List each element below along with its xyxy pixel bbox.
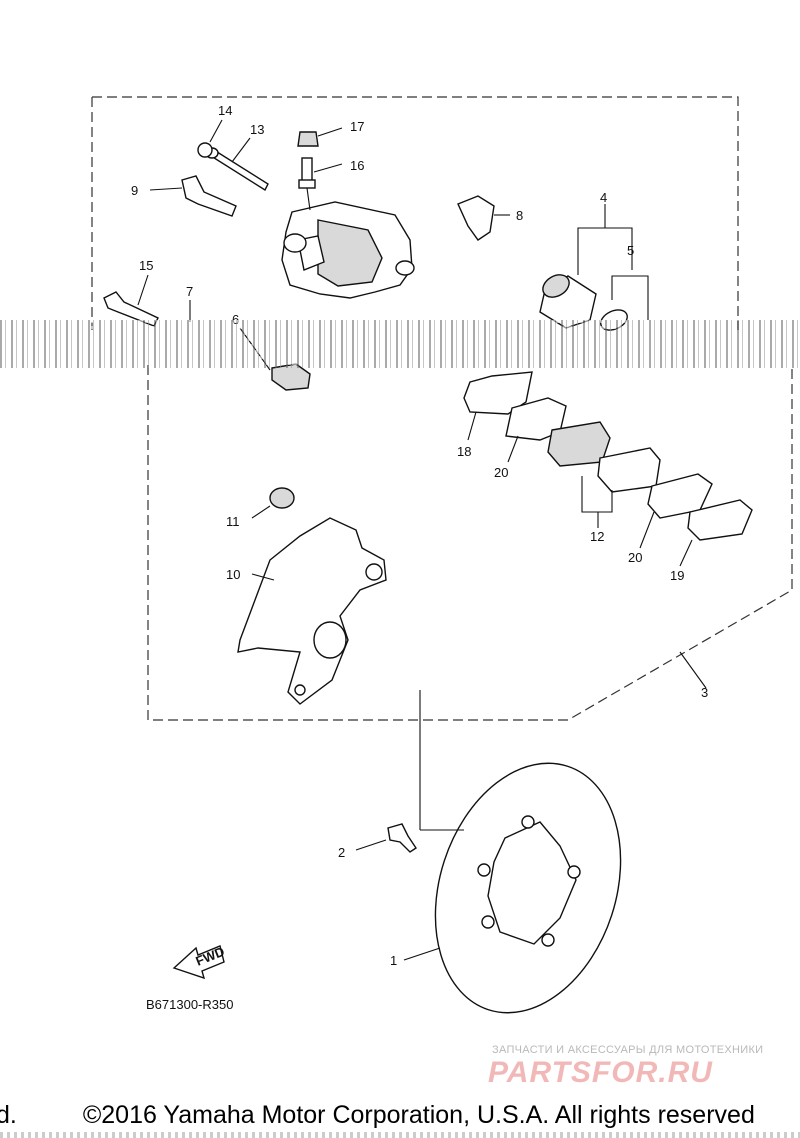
caliper-body	[281, 201, 415, 299]
collar	[269, 487, 295, 509]
pad-shim-19	[687, 499, 753, 541]
callout-17: 17	[350, 119, 364, 134]
callout-18: 18	[457, 444, 471, 459]
assembly-boundary	[91, 96, 793, 721]
leader-lines	[137, 119, 707, 961]
watermark-logo: PARTSFOR.RU	[488, 1056, 713, 1089]
callout-16: 16	[350, 158, 364, 173]
copyright-footer: d. ©2016 Yamaha Motor Corporation, U.S.A.…	[0, 1101, 755, 1130]
callout-15: 15	[139, 258, 153, 273]
brake-disc	[434, 762, 622, 1014]
callout-3: 3	[701, 685, 708, 700]
pad-pin	[205, 147, 269, 192]
brake-pad-right	[597, 447, 661, 493]
copyright-text: ©2016 Yamaha Motor Corporation, U.S.A. A…	[82, 1101, 755, 1129]
bleed-screw	[298, 157, 316, 211]
callout-20-right: 20	[628, 550, 642, 565]
caliper-bracket	[237, 517, 387, 705]
forward-arrow-icon	[172, 945, 225, 980]
caliper-bolt-9	[181, 175, 237, 217]
callout-6: 6	[232, 312, 239, 327]
callout-4: 4	[600, 190, 607, 205]
pin-plug	[197, 142, 213, 158]
callout-19: 19	[670, 568, 684, 583]
callout-12: 12	[590, 529, 604, 544]
callout-11: 11	[226, 514, 240, 529]
bottom-scan-strip	[0, 1132, 800, 1138]
callout-8: 8	[516, 208, 523, 223]
diagram-code: B671300-R350	[146, 997, 234, 1012]
callout-5: 5	[627, 243, 634, 258]
copyright-prefix: d.	[0, 1101, 17, 1129]
piston	[539, 274, 597, 329]
callout-14: 14	[218, 103, 232, 118]
disc-bolt	[387, 823, 417, 853]
callout-13: 13	[250, 122, 264, 137]
callout-7: 7	[186, 284, 193, 299]
bleed-cap	[297, 131, 319, 147]
callout-9: 9	[131, 183, 138, 198]
pad-spring	[457, 195, 495, 241]
callout-10: 10	[226, 567, 240, 582]
callout-20-left: 20	[494, 465, 508, 480]
callout-labels: 1 2 3 4 5 6 7 8 9 10 11 12 13 14 15 16 1…	[131, 103, 708, 969]
callout-2: 2	[338, 845, 345, 860]
watermark-tagline: ЗАПЧАСТИ И АКСЕССУАРЫ ДЛЯ МОТОТЕХНИКИ	[492, 1044, 764, 1056]
callout-1: 1	[390, 953, 397, 968]
scan-artifact-band	[0, 320, 800, 368]
